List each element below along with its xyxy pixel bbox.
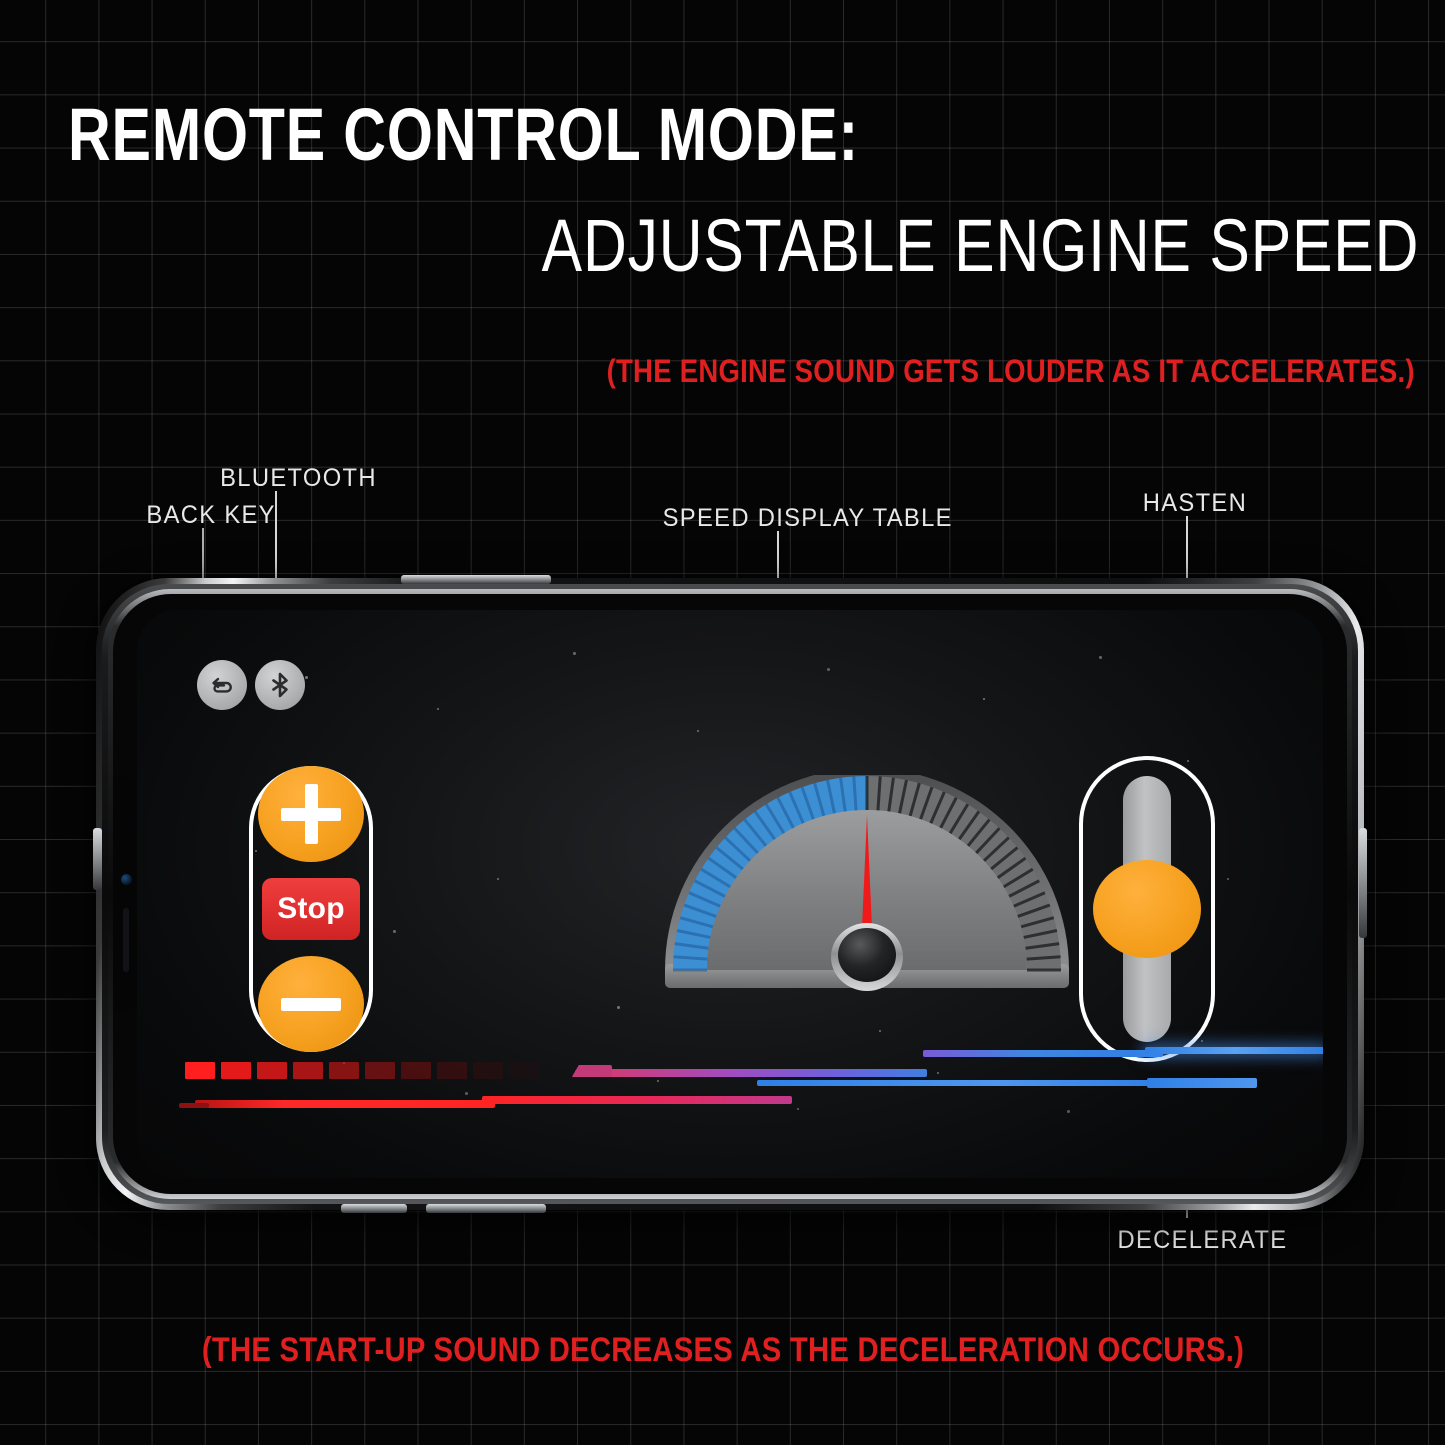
gauge-needle [861, 815, 873, 950]
app-screen: Stop [137, 610, 1323, 1178]
page-title-line1: REMOTE CONTROL MODE: [68, 93, 860, 176]
caption-top: (THE ENGINE SOUND GETS LOUDER AS IT ACCE… [606, 353, 1415, 389]
display-notch [113, 776, 139, 1012]
caption-bottom: (THE START-UP SOUND DECREASES AS THE DEC… [201, 1331, 1244, 1369]
annotation-hasten: HASTEN [1142, 489, 1248, 517]
stop-button[interactable]: Stop [262, 878, 360, 940]
power-button-a[interactable] [341, 1204, 407, 1213]
volume-button[interactable] [401, 575, 551, 584]
bottom-decoration [137, 610, 1323, 1178]
annotation-decelerate: DECELERATE [1117, 1226, 1288, 1254]
annotation-bluetooth: BLUETOOTH [220, 464, 377, 492]
slider-thumb[interactable] [1093, 860, 1201, 958]
mute-switch[interactable] [93, 828, 102, 890]
bluetooth-icon [265, 670, 295, 700]
increase-speed-button[interactable] [258, 766, 364, 862]
power-button-b[interactable] [426, 1204, 546, 1213]
back-key-button[interactable] [197, 660, 247, 710]
minus-icon [281, 997, 341, 1011]
earpiece-speaker [123, 908, 129, 972]
back-arrow-icon [207, 670, 237, 700]
phone-device: Stop [93, 575, 1367, 1213]
speed-control-pill: Stop [249, 766, 373, 1052]
throttle-slider[interactable] [1079, 756, 1215, 1062]
decrease-speed-button[interactable] [258, 956, 364, 1052]
gauge-hub [831, 923, 903, 991]
side-button-right[interactable] [1359, 828, 1367, 938]
annotation-speed-display-table: SPEED DISPLAY TABLE [662, 504, 953, 532]
plus-icon-v [304, 784, 318, 844]
annotation-back-key: BACK KEY [146, 501, 276, 529]
front-camera-icon [121, 874, 132, 885]
page-title-line2: ADJUSTABLE ENGINE SPEED [541, 204, 1419, 287]
bluetooth-button[interactable] [255, 660, 305, 710]
speed-display-gauge [657, 775, 1077, 1000]
